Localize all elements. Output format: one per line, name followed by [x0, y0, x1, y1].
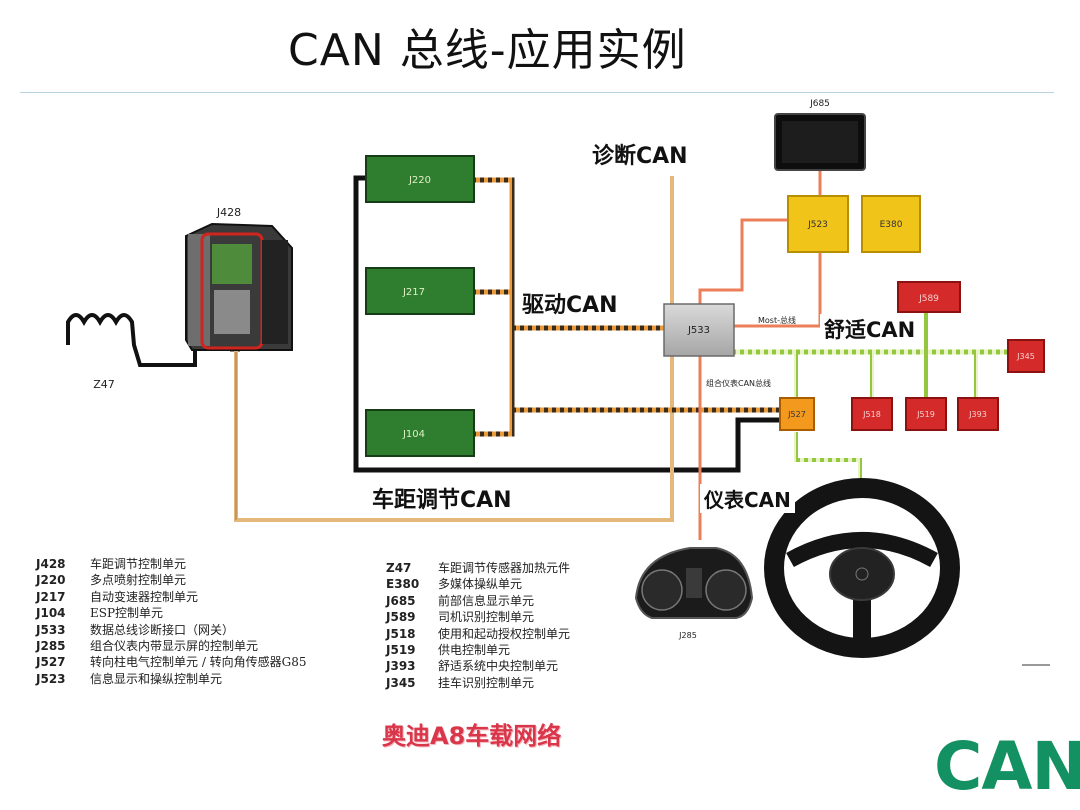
j393-label: J393 — [968, 410, 987, 419]
j533-label: J533 — [687, 325, 710, 336]
e380-label: E380 — [880, 220, 903, 230]
legend-desc: 多点喷射控制单元 — [90, 573, 187, 588]
panel-mark — [1022, 664, 1050, 666]
legend-code: J217 — [36, 589, 66, 604]
steering-wheel — [764, 478, 960, 658]
j523-label: J523 — [807, 220, 828, 230]
title-divider — [20, 92, 1054, 93]
gateway-j533[interactable]: J533 — [663, 303, 735, 357]
ecu-j345[interactable]: J345 — [1007, 339, 1045, 373]
can-logo: CAN — [934, 728, 1080, 805]
legend-code: J220 — [36, 573, 66, 588]
legend-code: J345 — [386, 675, 416, 690]
dash-can-label: 仪表CAN — [700, 484, 795, 513]
legend-desc: ESP控制单元 — [90, 606, 164, 621]
legend-code: J523 — [36, 671, 66, 686]
ecu-j104[interactable]: J104 — [365, 409, 475, 457]
display-j685[interactable]: J685 — [774, 99, 866, 171]
legend-desc: 司机识别控制单元 — [438, 610, 535, 625]
ecu-j104-label: J104 — [402, 429, 425, 440]
legend-desc: 转向柱电气控制单元 / 转向角传感器G85 — [90, 655, 307, 670]
legend-desc: 自动变速器控制单元 — [90, 589, 199, 604]
legend-code: J527 — [36, 655, 66, 670]
legend-desc: 挂车识别控制单元 — [438, 675, 535, 690]
j685-label: J685 — [809, 99, 830, 109]
acc-can-label: 车距调节CAN — [368, 482, 516, 514]
figure-caption: 奥迪A8车载网络 — [382, 722, 562, 750]
page-title: CAN 总线-应用实例 — [288, 25, 687, 76]
j589-label: J589 — [918, 294, 939, 304]
legend-row: J685 前部信息显示单元 — [386, 593, 570, 609]
legend-code: J589 — [386, 610, 416, 625]
comfort-can-label: 舒适CAN — [820, 314, 920, 344]
ecu-j393[interactable]: J393 — [957, 397, 999, 431]
legend-row: J533 数据总线诊断接口（网关） — [36, 622, 307, 638]
legend-desc: 数据总线诊断接口（网关） — [90, 622, 235, 637]
ecu-j519[interactable]: J519 — [905, 397, 947, 431]
legend-row: E380 多媒体操纵单元 — [386, 576, 570, 592]
j345-label: J345 — [1016, 352, 1035, 361]
j527-label: J527 — [787, 410, 806, 419]
most-bus-label: Most-总线 — [758, 315, 796, 325]
j519-label: J519 — [916, 410, 935, 419]
drive-can-bus — [474, 177, 780, 437]
legend-desc: 供电控制单元 — [438, 642, 511, 657]
ecu-j220[interactable]: J220 — [365, 155, 475, 203]
ecu-e380[interactable]: E380 — [861, 195, 921, 253]
legend-row: J523 信息显示和操纵控制单元 — [36, 671, 307, 687]
ecu-j217[interactable]: J217 — [365, 267, 475, 315]
legend-desc: 信息显示和操纵控制单元 — [90, 671, 223, 686]
legend-code: J519 — [386, 642, 416, 657]
legend-row: J393 舒适系统中央控制单元 — [386, 658, 570, 674]
j518-label: J518 — [862, 410, 881, 419]
instrument-cluster-j285[interactable]: J285 — [634, 547, 754, 640]
legend-code: J104 — [36, 606, 66, 621]
dash-bus-label: 组合仪表CAN总线 — [706, 378, 771, 388]
ecu-j220-label: J220 — [408, 175, 431, 186]
legend-desc: 车距调节控制单元 — [90, 557, 187, 571]
comfort-can-bus — [734, 312, 1008, 486]
legend-row: Z47 车距调节传感器加热元件 — [386, 560, 570, 576]
legend-code: J428 — [36, 557, 66, 571]
legend-row: J428 车距调节控制单元 — [36, 556, 307, 572]
j285-label: J285 — [678, 631, 697, 640]
legend-row: J217 自动变速器控制单元 — [36, 589, 307, 605]
z47-label: Z47 — [93, 378, 115, 391]
legend-code: J685 — [386, 593, 416, 608]
ecu-j217-label: J217 — [402, 287, 425, 298]
legend-row: J527 转向柱电气控制单元 / 转向角传感器G85 — [36, 654, 307, 670]
legend-desc: 组合仪表内带显示屏的控制单元 — [90, 638, 259, 653]
legend-row: J519 供电控制单元 — [386, 642, 570, 658]
legend-desc: 舒适系统中央控制单元 — [438, 659, 559, 674]
legend-code: E380 — [386, 577, 420, 592]
ecu-j527[interactable]: J527 — [779, 397, 815, 431]
legend-code: J285 — [36, 638, 66, 653]
ecu-j523[interactable]: J523 — [787, 195, 849, 253]
legend-desc: 使用和起动授权控制单元 — [438, 626, 571, 641]
legend-code: J533 — [36, 622, 66, 637]
legend-row: J518 使用和起动授权控制单元 — [386, 626, 570, 642]
legend-row: J104 ESP控制单元 — [36, 605, 307, 621]
legend-code: Z47 — [386, 561, 412, 575]
legend-code: J518 — [386, 626, 416, 641]
legend-desc: 车距调节传感器加热元件 — [438, 561, 571, 575]
legend-code: J393 — [386, 659, 416, 674]
ecu-j589[interactable]: J589 — [897, 281, 961, 313]
ecu-j518[interactable]: J518 — [851, 397, 893, 431]
drive-can-label: 驱动CAN — [518, 287, 622, 319]
legend-row: J285 组合仪表内带显示屏的控制单元 — [36, 638, 307, 654]
legend-row: J589 司机识别控制单元 — [386, 609, 570, 625]
legend-row: J345 挂车识别控制单元 — [386, 675, 570, 691]
diag-can-label: 诊断CAN — [588, 138, 692, 170]
legend-desc: 前部信息显示单元 — [438, 593, 535, 608]
legend-desc: 多媒体操纵单元 — [438, 577, 523, 592]
legend-row: J220 多点喷射控制单元 — [36, 572, 307, 588]
radar-unit-j428[interactable]: J428 — [185, 206, 293, 351]
z47-heater-coil — [66, 313, 210, 367]
j428-label: J428 — [216, 206, 241, 219]
